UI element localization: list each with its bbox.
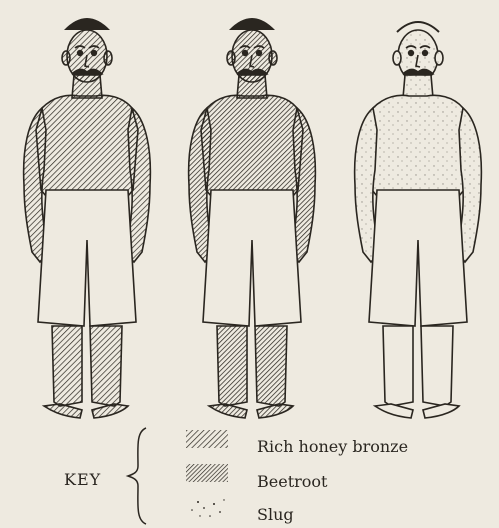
key-title: KEY — [64, 470, 101, 489]
swatch-honey-bronze — [186, 430, 228, 448]
swatch-slug — [191, 499, 225, 517]
key-label-beetroot: Beetroot — [257, 472, 327, 491]
swatch-beetroot — [186, 464, 228, 482]
figure-beetroot — [189, 18, 316, 418]
figure-honey-bronze — [24, 18, 151, 418]
key-label-honey-bronze: Rich honey bronze — [257, 437, 408, 456]
figure-illustration — [0, 0, 499, 420]
figure-slug — [355, 22, 482, 418]
key-label-slug: Slug — [257, 505, 294, 524]
key-brace — [128, 428, 146, 524]
